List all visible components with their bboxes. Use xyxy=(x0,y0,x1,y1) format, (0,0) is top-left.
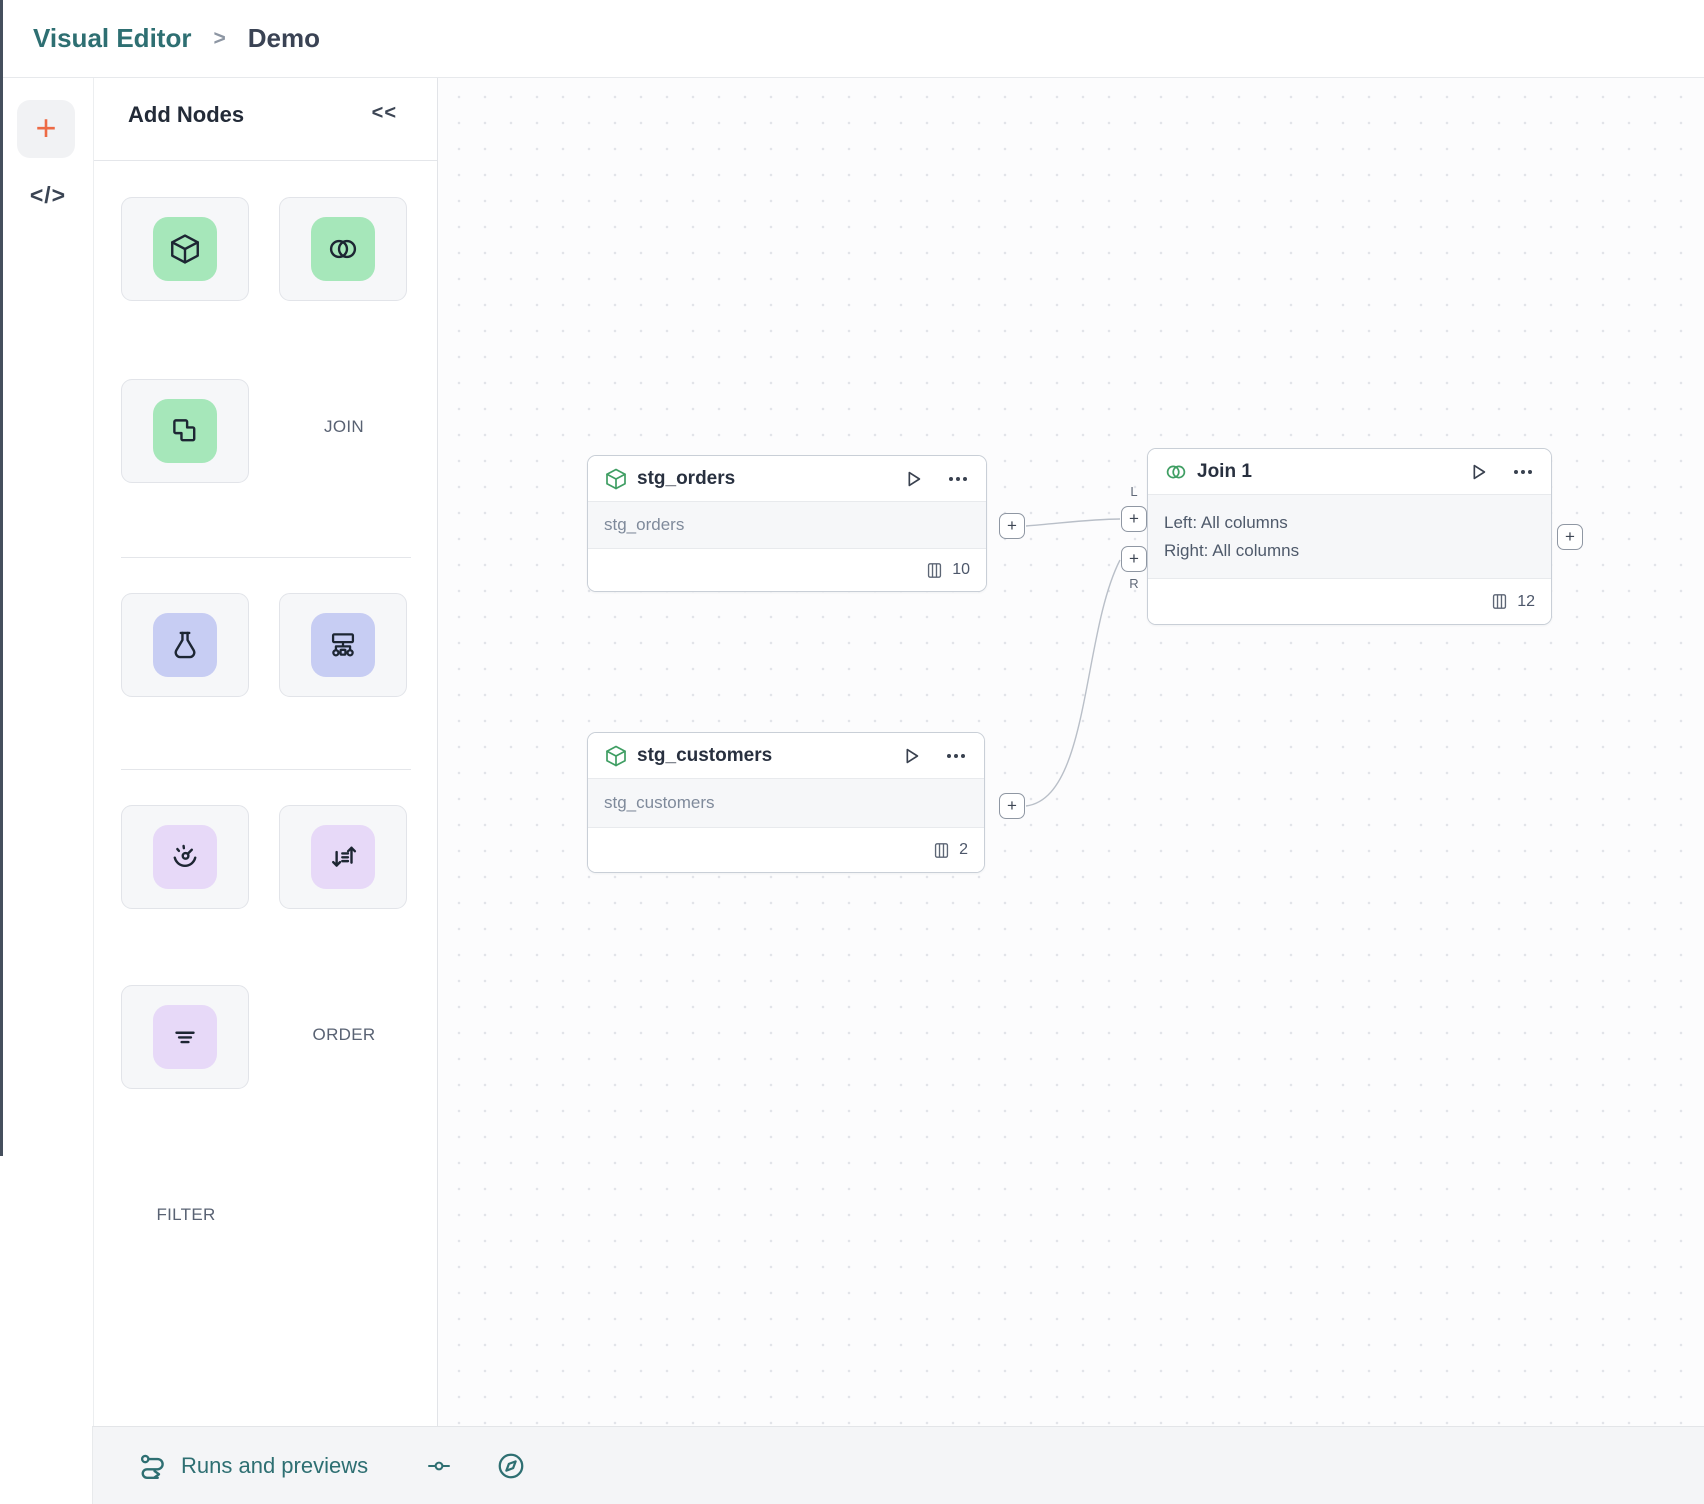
node-stg-customers[interactable]: stg_customers stg_customers 2 xyxy=(587,732,985,873)
node-menu-ellipsis-icon[interactable] xyxy=(1511,461,1535,483)
join-circles-icon xyxy=(311,217,375,281)
tile-order-label: ORDER xyxy=(312,1025,376,1044)
columns-icon xyxy=(934,842,949,858)
connection-wires xyxy=(1025,518,1121,807)
aggregation-tree-icon xyxy=(311,613,375,677)
runs-and-previews-label: Runs and previews xyxy=(181,1452,369,1478)
divider xyxy=(94,160,437,161)
run-node-play-icon[interactable] xyxy=(1467,461,1489,483)
flow-canvas[interactable]: stg_orders stg_orders 10 stg_customers xyxy=(438,78,1704,1426)
bottom-status-bar: Runs and previews xyxy=(92,1426,1704,1504)
divider xyxy=(121,769,411,770)
stg-orders-output-handle[interactable]: + xyxy=(999,513,1025,539)
stg-customers-output-handle[interactable]: + xyxy=(999,793,1025,819)
node-source-label: stg_customers xyxy=(604,793,715,812)
breadcrumb-root-link[interactable]: Visual Editor xyxy=(33,23,192,53)
node-stg-customers-footer: 2 xyxy=(588,828,984,872)
runs-and-previews-button[interactable]: Runs and previews xyxy=(136,1451,368,1481)
run-node-play-icon[interactable] xyxy=(900,745,922,767)
node-stg-orders-footer: 10 xyxy=(588,549,986,591)
join-right-columns-label: Right: All columns xyxy=(1164,540,1300,560)
node-title: Join 1 xyxy=(1197,460,1252,482)
cube-icon xyxy=(153,217,217,281)
node-join-1[interactable]: Join 1 Left: All columns Right: All colu… xyxy=(1147,448,1552,625)
filter-lines-icon xyxy=(153,1005,217,1069)
node-title: stg_customers xyxy=(637,744,773,766)
breadcrumb-page-title: Demo xyxy=(247,23,320,53)
node-stg-orders-body: stg_orders xyxy=(588,501,986,549)
join-left-columns-label: Left: All columns xyxy=(1164,512,1288,532)
union-shape-icon xyxy=(153,399,217,463)
node-stg-customers-header: stg_customers xyxy=(588,733,984,778)
columns-icon xyxy=(928,562,942,578)
tile-union[interactable]: UNION xyxy=(121,379,249,618)
tile-filter-label: FILTER xyxy=(156,1205,216,1224)
column-count: 2 xyxy=(959,841,968,858)
edge-customers-to-join-right xyxy=(1025,559,1121,807)
node-join-1-body: Left: All columns Right: All columns xyxy=(1148,494,1551,579)
panel-title: Add Nodes xyxy=(128,102,245,127)
join-left-port-label: L xyxy=(1130,484,1138,499)
divider xyxy=(121,557,411,558)
node-stg-orders[interactable]: stg_orders stg_orders 10 xyxy=(587,455,987,592)
join-circles-icon xyxy=(1166,465,1186,478)
node-menu-ellipsis-icon[interactable] xyxy=(944,745,968,767)
tile-formula[interactable]: FORMULA xyxy=(121,593,249,832)
edge-orders-to-join-left xyxy=(1025,518,1121,527)
join-left-input-handle[interactable]: + xyxy=(1121,506,1147,532)
page-left-edge xyxy=(0,0,3,1156)
sort-arrows-icon xyxy=(311,825,375,889)
column-count: 12 xyxy=(1517,592,1535,610)
join-right-input-handle[interactable]: + xyxy=(1121,546,1147,572)
breadcrumb-separator: > xyxy=(213,26,226,50)
add-node-button[interactable]: + xyxy=(17,100,75,158)
plus-icon: + xyxy=(35,106,57,148)
flask-icon xyxy=(153,613,217,677)
tile-order[interactable]: ORDER xyxy=(279,805,407,1044)
tile-join-label: JOIN xyxy=(324,417,364,436)
runs-route-icon xyxy=(140,1454,164,1479)
tile-join[interactable]: JOIN xyxy=(279,197,407,436)
code-view-button[interactable]: </> xyxy=(29,182,67,208)
tile-aggregation[interactable]: AGGREGATION xyxy=(279,593,408,832)
node-join-1-footer: 12 xyxy=(1148,579,1551,624)
join-right-port-label: R xyxy=(1129,576,1139,591)
node-stg-customers-body: stg_customers xyxy=(588,778,984,828)
cube-icon xyxy=(606,745,626,766)
run-node-play-icon[interactable] xyxy=(902,468,924,490)
node-join-1-header: Join 1 xyxy=(1148,449,1551,494)
commit-icon[interactable] xyxy=(424,1453,454,1479)
cube-icon xyxy=(606,468,626,489)
left-rail: + </> xyxy=(3,78,93,1504)
node-stg-orders-header: stg_orders xyxy=(588,456,986,501)
compass-icon[interactable] xyxy=(496,1451,526,1481)
tile-model[interactable]: MODEL xyxy=(121,197,249,436)
columns-icon xyxy=(1493,594,1507,609)
column-count: 10 xyxy=(952,561,970,578)
tile-limit[interactable]: LIMIT xyxy=(121,805,249,1044)
top-header: Visual Editor > Demo xyxy=(3,0,1704,78)
collapse-panel-button[interactable]: << xyxy=(371,102,397,124)
node-title: stg_orders xyxy=(637,467,736,489)
node-menu-ellipsis-icon[interactable] xyxy=(946,468,970,490)
node-source-label: stg_orders xyxy=(604,515,685,534)
gauge-icon xyxy=(153,825,217,889)
join-output-handle[interactable]: + xyxy=(1557,524,1583,550)
add-nodes-panel: Add Nodes << MODEL JOIN xyxy=(93,78,438,1426)
tile-filter[interactable]: FILTER xyxy=(121,985,249,1224)
